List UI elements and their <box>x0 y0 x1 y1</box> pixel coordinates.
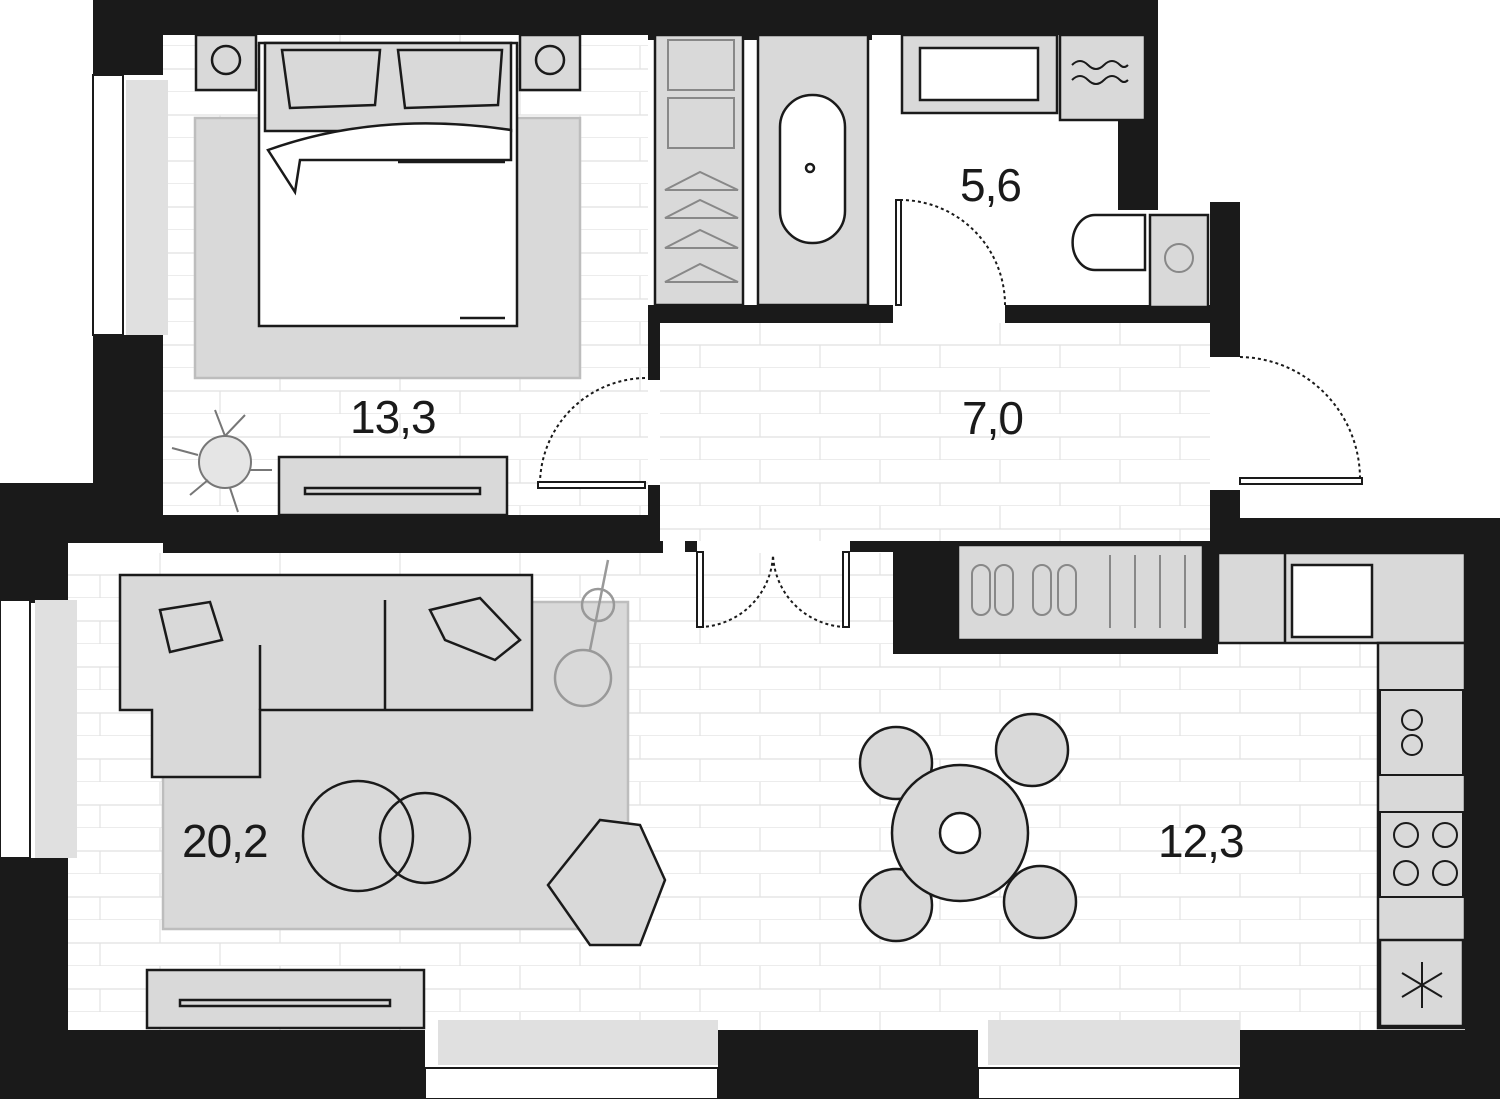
slippers-icon <box>971 555 1186 628</box>
sofa <box>118 573 534 779</box>
nightstand-left <box>194 33 258 92</box>
bedroom-furniture <box>171 33 582 517</box>
wardrobe <box>653 33 745 307</box>
doors <box>537 199 1363 628</box>
hallway-area-label: 7,0 <box>962 392 1024 444</box>
armchair <box>546 818 667 947</box>
kitchen-area-label: 12,3 <box>1158 815 1245 867</box>
tv-stand-bedroom <box>277 455 509 517</box>
windows <box>0 74 1241 1099</box>
floor-lamp <box>553 559 616 708</box>
toilet <box>1071 213 1147 272</box>
kitchen-sink <box>1290 563 1374 639</box>
bathroom-area-label: 5,6 <box>960 159 1022 211</box>
plant-icon <box>171 409 272 513</box>
shoe-cabinet <box>956 543 1205 642</box>
living-furniture <box>118 559 667 1030</box>
stove-icon <box>1379 689 1464 898</box>
bathroom-furniture <box>653 33 1210 309</box>
living-room-area-label: 20,2 <box>182 815 269 867</box>
snowflake-icon <box>1401 962 1443 1008</box>
nightstand-right <box>518 33 582 92</box>
hanger-icon <box>664 39 739 283</box>
coffee-table <box>301 779 415 893</box>
bedroom-area-label: 13,3 <box>350 391 437 443</box>
washing-machine <box>1058 33 1147 122</box>
plant-icon <box>1164 243 1194 273</box>
dining-set <box>858 712 1078 943</box>
washing-machine-icon <box>1071 60 1129 85</box>
kitchen-furniture <box>858 551 1467 1030</box>
